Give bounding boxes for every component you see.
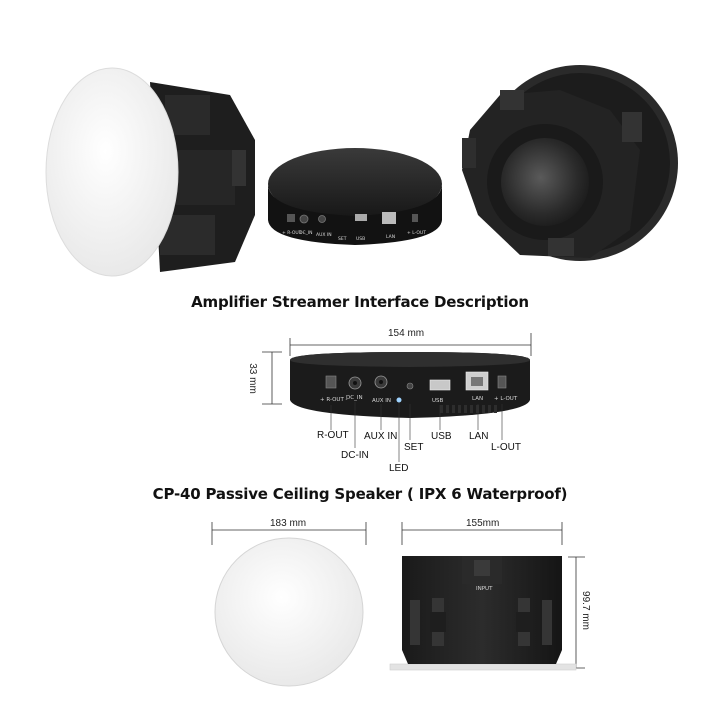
port-label-dc-in: DC-IN [341,450,369,461]
port-label-led: LED [389,463,409,474]
speaker-height-label: 99.7 mm [579,591,591,630]
port-label-lan: LAN [469,431,489,442]
svg-text:LAN: LAN [472,396,483,402]
svg-text:SET: SET [338,236,347,242]
speaker-width-label: 155mm [466,518,500,529]
amplifier-photo: + R-OUT - DC_IN AUX IN SET USB LAN + L-O… [268,148,442,245]
amp-height-label: 33 mm [246,363,258,394]
svg-text:+ L-OUT: + L-OUT [407,230,426,236]
svg-text:DC_IN: DC_IN [346,395,363,401]
svg-text:USB: USB [356,236,365,242]
speaker-rear-photo [462,65,678,261]
svg-text:LAN: LAN [386,234,395,240]
speaker-diameter-label: 183 mm [270,518,307,529]
speaker-side-photo [45,67,255,277]
port-label-l-out: L-OUT [491,442,521,453]
svg-text:USB: USB [432,398,444,404]
svg-text:+ R-OUT -: + R-OUT - [320,397,348,403]
svg-text:DC_IN: DC_IN [299,230,313,236]
amp-width-label: 154 mm [388,328,425,339]
amplifier-section-title: Amplifier Streamer Interface Description [191,293,529,311]
port-label-set: SET [404,442,424,453]
svg-text:AUX IN: AUX IN [372,398,391,404]
svg-text:+ R-OUT -: + R-OUT - [282,230,305,236]
port-label-r-out: R-OUT [317,430,349,441]
svg-text:AUX IN: AUX IN [316,232,332,238]
svg-text:+ L-OUT: + L-OUT [494,396,518,402]
speaker-section-title: CP-40 Passive Ceiling Speaker ( IPX 6 Wa… [152,485,568,503]
port-label-usb: USB [431,431,452,442]
amplifier-dimension-diagram: + R-OUT - DC_IN AUX IN USB LAN + L-OUT [262,333,532,462]
svg-text:INPUT: INPUT [476,586,493,592]
speaker-dimension-diagram: INPUT [211,522,585,687]
port-label-aux-in: AUX IN [364,431,398,442]
